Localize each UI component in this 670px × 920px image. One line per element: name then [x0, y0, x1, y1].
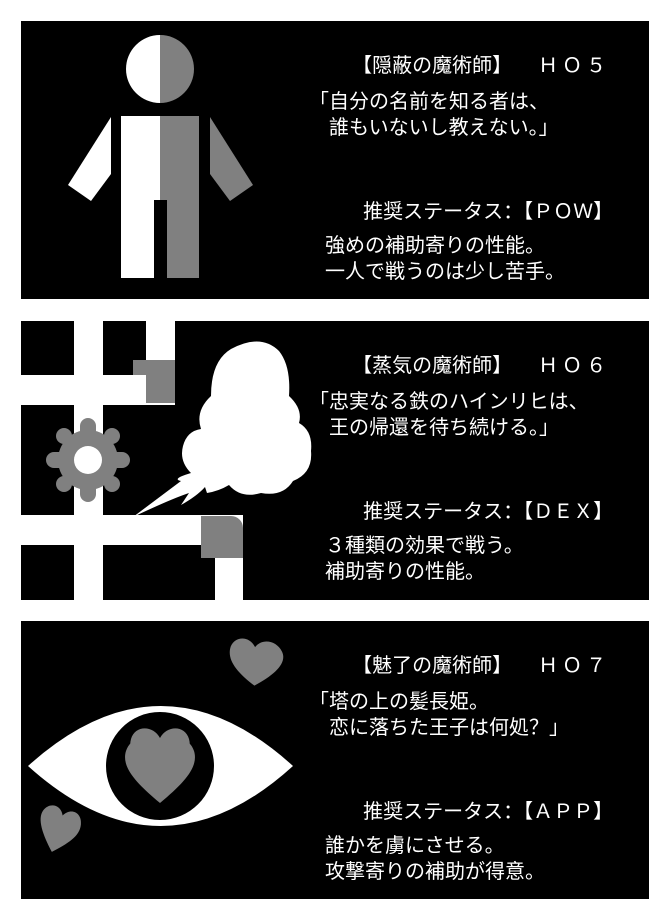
description-line-1: 強めの補助寄りの性能。	[325, 233, 545, 257]
description-line-2: 補助寄りの性能。	[325, 559, 485, 583]
description-line-1: 誰かを虜にさせる。	[325, 833, 505, 857]
role-title: 【魅了の魔術師】 ＨＯ７	[314, 628, 610, 703]
status-value: 【ＰＯＷ】	[523, 199, 614, 223]
role-code: ＨＯ７	[538, 653, 611, 677]
role-code: ＨＯ５	[538, 53, 611, 77]
quote-line-2: 誰もいないし教えない。」	[309, 115, 559, 139]
description-line-2: 一人で戦うのは少し苦手。	[325, 259, 565, 283]
status-value: 【ＤＥＸ】	[523, 499, 614, 523]
recommended-status: 推奨ステータス：【ＤＥＸ】	[325, 474, 613, 549]
gear-steam-icon	[21, 321, 649, 600]
role-name: 【隠蔽の魔術師】	[352, 53, 513, 77]
recommended-status: 推奨ステータス：【ＰＯＷ】	[325, 174, 613, 249]
quote-line-2: 王の帰還を待ち続ける。」	[309, 415, 559, 439]
status-label: 推奨ステータス：	[363, 499, 524, 523]
status-value: 【ＡＰＰ】	[523, 799, 614, 823]
description-line-1: ３種類の効果で戦う。	[325, 533, 524, 557]
status-label: 推奨ステータス：	[363, 199, 524, 223]
half-person-icon	[68, 35, 253, 278]
role-title: 【隠蔽の魔術師】 ＨＯ５	[314, 28, 610, 103]
quote-line-2: 恋に落ちた王子は何処？」	[309, 715, 569, 739]
panel-ho7: 【魅了の魔術師】 ＨＯ７ 「塔の上の髪長姫。 恋に落ちた王子は何処？」 推奨ステー…	[21, 621, 649, 899]
heart-eye-icon	[28, 638, 293, 852]
role-name: 【蒸気の魔術師】	[352, 353, 513, 377]
role-code: ＨＯ６	[538, 353, 611, 377]
panel-ho5: 【隠蔽の魔術師】 ＨＯ５ 「自分の名前を知る者は、 誰もいないし教えない。」 推奨…	[21, 21, 649, 299]
status-label: 推奨ステータス：	[363, 799, 524, 823]
quote-line-1: 「忠実なる鉄のハインリヒは、	[309, 389, 589, 413]
description-line-2: 攻撃寄りの補助が得意。	[325, 859, 545, 883]
role-name: 【魅了の魔術師】	[352, 653, 513, 677]
quote-line-1: 「塔の上の髪長姫。	[309, 689, 489, 713]
quote-line-1: 「自分の名前を知る者は、	[309, 89, 549, 113]
panel-ho6: 【蒸気の魔術師】ＨＯ６ 「忠実なる鉄のハインリヒは、 王の帰還を待ち続ける。」 …	[21, 321, 649, 600]
recommended-status: 推奨ステータス：【ＡＰＰ】	[325, 774, 613, 849]
role-title: 【蒸気の魔術師】 ＨＯ６	[314, 328, 610, 403]
